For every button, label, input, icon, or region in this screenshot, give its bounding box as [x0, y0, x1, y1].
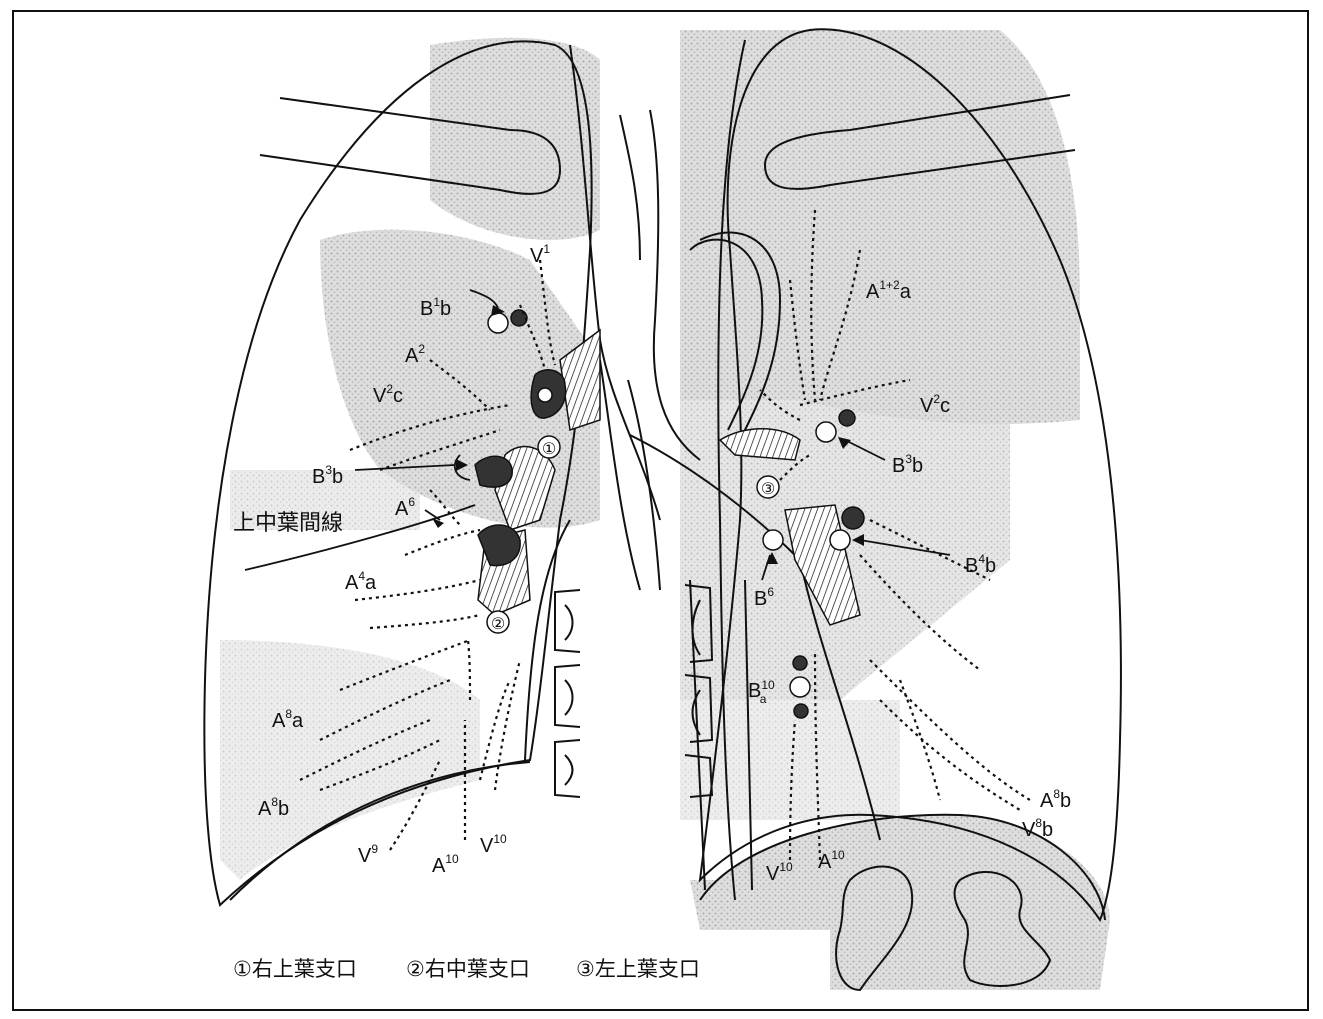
vertebra-1b [565, 605, 573, 640]
b10a-artery-top [793, 656, 807, 670]
b6-bronchus [763, 530, 783, 550]
legend-item-2: ②右中葉支口 [406, 957, 530, 981]
spine-line-1 [600, 360, 640, 590]
a10-trace-2 [468, 640, 470, 700]
marker-1: ① [542, 441, 556, 458]
label-V10-right: V10 [480, 832, 507, 857]
legend-item-1: ①右上葉支口 [233, 957, 357, 981]
vertebra-3b [565, 755, 573, 785]
v10-trace [495, 660, 520, 790]
b10a-bronchus [790, 677, 810, 697]
right-b-open [538, 388, 552, 402]
shaded-regions [220, 30, 1110, 990]
right-mid-line [525, 520, 570, 760]
interlobar-line-label: 上中葉間線 [233, 511, 343, 536]
vertebra-1 [555, 590, 580, 652]
left-upper-shade [680, 30, 1080, 424]
legend-item-3: ③左上葉支口 [576, 957, 700, 981]
b10a-artery-bottom [794, 704, 808, 718]
marker-3: ③ [761, 481, 775, 498]
b4b-artery [842, 507, 864, 529]
label-V1: V1 [530, 242, 550, 267]
vertebra-3 [555, 740, 580, 797]
a4a-trace-2 [370, 615, 480, 628]
right-lower-shade [220, 640, 480, 880]
esophagus-line [620, 115, 640, 260]
b1b-artery [511, 310, 527, 326]
a6-trace-2 [405, 530, 480, 555]
left-misc-trace [900, 680, 940, 800]
marker-2: ② [491, 616, 505, 633]
a8b-l-trace-2 [880, 700, 1020, 810]
b4b-bronchus [830, 530, 850, 550]
label-V9: V9 [358, 842, 378, 867]
label-A10-right: A10 [432, 852, 459, 877]
b3b-left-bronchus [816, 422, 836, 442]
label-A4a: A4a [345, 569, 377, 594]
label-A8b-left: A8b [1040, 787, 1071, 812]
legend: ①右上葉支口 ②右中葉支口 ③左上葉支口 [233, 957, 700, 981]
b3b-left-artery [839, 410, 855, 426]
vertebra-2b [565, 680, 573, 715]
vertebra-2 [555, 665, 580, 727]
right-pa-trunk [475, 456, 512, 487]
